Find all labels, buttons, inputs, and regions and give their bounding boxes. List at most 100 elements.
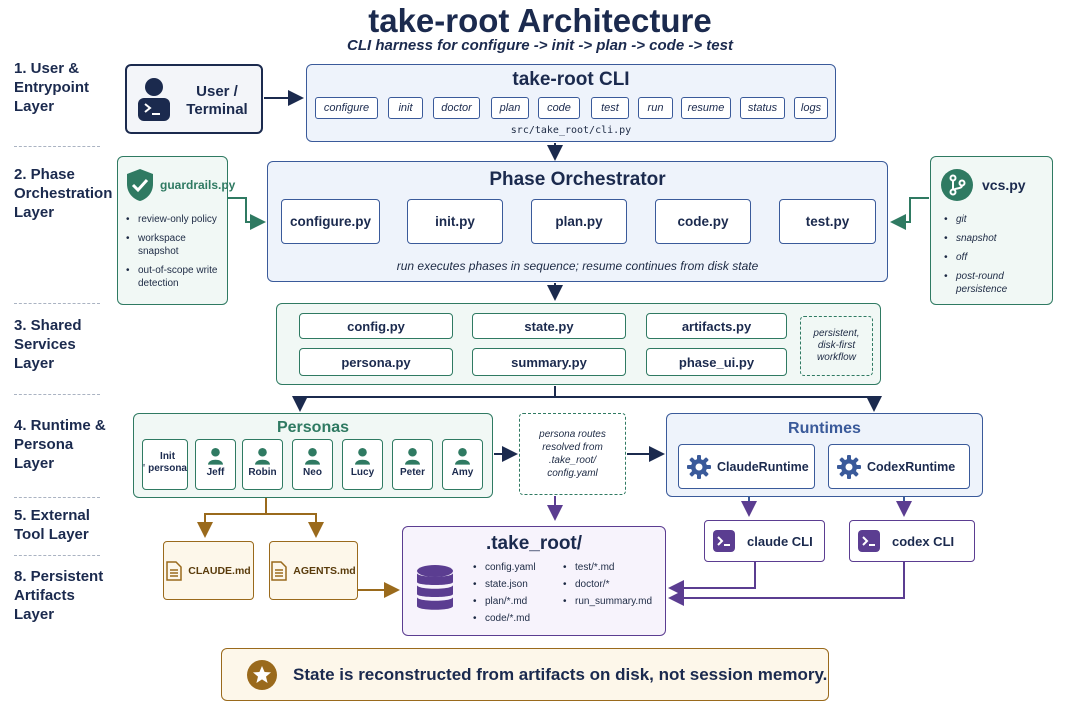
store-item: state.json (473, 578, 563, 591)
user-terminal-icon (138, 78, 170, 121)
layer-label-runtime: 4. Runtime & Persona Layer (14, 417, 106, 472)
git-branch-icon (941, 169, 973, 201)
service-persona: persona.py (299, 348, 453, 376)
cli-command-code: code (538, 97, 580, 119)
vcs-item: off (944, 251, 1044, 264)
person-icon (143, 463, 146, 467)
footer-text: State is reconstructed from artifacts on… (293, 664, 828, 684)
cli-title: take-root CLI (512, 69, 630, 90)
persona-card-jeff: Jeff (195, 439, 236, 490)
store-item: doctor/* (563, 578, 663, 591)
store-item: run_summary.md (563, 595, 663, 608)
persona-card-robin: Robin (242, 439, 283, 490)
orchestrator-title: Phase Orchestrator (489, 169, 666, 190)
database-icon (417, 565, 453, 610)
file-agents-md: AGENTS.md (269, 541, 358, 600)
services-note: persistent, disk-first workflow (800, 316, 873, 376)
persona-card-peter: Peter (392, 439, 433, 490)
tool-label: codex CLI (892, 533, 955, 549)
phase-code: code.py (655, 199, 751, 244)
shared-services-box: config.py state.py artifacts.py persona.… (276, 303, 881, 385)
persona-name: Robin (248, 467, 277, 478)
layer-separator (14, 497, 100, 498)
layer-label-external-tools: 5. External Tool Layer (14, 507, 90, 543)
guardrails-item: workspace snapshot (126, 232, 226, 258)
store-list-right: test/*.md doctor/* run_summary.md (563, 561, 663, 612)
document-icon (166, 560, 183, 581)
layer-separator (14, 303, 100, 304)
vcs-item: git (944, 213, 1044, 226)
file-claude-md: CLAUDE.md (163, 541, 254, 600)
tool-codex-cli: codex CLI (849, 520, 975, 562)
service-summary: summary.py (472, 348, 626, 376)
service-config: config.py (299, 313, 453, 339)
runtime-label: CodexRuntime (867, 459, 956, 474)
vcs-item: post-round persistence (944, 270, 1044, 296)
vcs-item: snapshot (944, 232, 1044, 245)
guardrails-item: out-of-scope write detection (126, 264, 226, 290)
vcs-list: git snapshot off post-round persistence (944, 213, 1044, 302)
guardrails-title: guardrails.py (160, 178, 236, 192)
terminal-icon (858, 530, 880, 552)
cli-source-path: src/take_root/cli.py (510, 125, 632, 136)
store-title: .take_root/ (485, 533, 583, 554)
person-icon (455, 447, 470, 465)
layer-label-orchestration: 2. Phase Orchestration Layer (14, 166, 113, 221)
persona-name: Peter (399, 467, 425, 478)
store-item: config.yaml (473, 561, 563, 574)
user-terminal-label: User / Terminal (186, 83, 248, 118)
layer-label-entrypoint: 1. User & Entrypoint Layer (14, 60, 89, 115)
guardrails-box: guardrails.py review-only policy workspa… (117, 156, 235, 305)
vcs-box: vcs.py git snapshot off post-round persi… (930, 156, 1053, 305)
cli-command-doctor: doctor (433, 97, 480, 119)
runtime-codex: CodexRuntime (828, 444, 970, 489)
persona-routes-note: persona routes resolved from .take_root/… (519, 413, 626, 495)
file-name: AGENTS.md (293, 564, 356, 577)
persona-name: Amy (451, 467, 474, 478)
layer-separator (14, 555, 100, 556)
service-state: state.py (472, 313, 626, 339)
gear-icon (837, 454, 861, 479)
person-icon (305, 447, 320, 465)
gear-icon (687, 454, 711, 479)
take-root-store-box: .take_root/ config.yaml state.json plan/… (402, 526, 666, 636)
persona-name: Jeff (206, 467, 225, 478)
persona-card-amy: Amy (442, 439, 483, 490)
persona-card-init: Init persona (142, 439, 188, 490)
persona-card-lucy: Lucy (342, 439, 383, 490)
cli-command-init: init (388, 97, 423, 119)
person-icon (255, 447, 270, 465)
cli-command-status: status (740, 97, 785, 119)
runtimes-box: Runtimes ClaudeRuntime CodexRuntime (666, 413, 983, 497)
runtime-label: ClaudeRuntime (717, 459, 809, 474)
file-name: CLAUDE.md (188, 564, 251, 577)
layer-separator (14, 394, 100, 395)
star-icon (247, 659, 277, 690)
cli-command-run: run (638, 97, 673, 119)
store-item: test/*.md (563, 561, 663, 574)
phase-plan: plan.py (531, 199, 627, 244)
person-icon (355, 447, 370, 465)
cli-command-test: test (591, 97, 629, 119)
personas-title: Personas (276, 419, 350, 436)
runtime-claude: ClaudeRuntime (678, 444, 815, 489)
diagram-title: take-root Architecture (368, 2, 712, 39)
diagram-subtitle: CLI harness for configure -> init -> pla… (347, 37, 733, 54)
tool-label: claude CLI (747, 533, 813, 549)
layer-label-services: 3. Shared Services Layer (14, 317, 82, 372)
layer-label-artifacts: 8. Persistent Artifacts Layer (14, 568, 104, 623)
runtimes-title: Runtimes (788, 420, 861, 437)
tool-claude-cli: claude CLI (704, 520, 825, 562)
guardrails-item: review-only policy (126, 213, 226, 226)
footer-banner: State is reconstructed from artifacts on… (221, 648, 829, 701)
store-list-left: config.yaml state.json plan/*.md code/*.… (473, 561, 563, 629)
service-phase-ui: phase_ui.py (646, 348, 787, 376)
personas-box: Personas Init persona Jeff Robin Neo Luc… (133, 413, 493, 498)
orchestrator-note: run executes phases in sequence; resume … (396, 259, 759, 273)
phase-init: init.py (407, 199, 503, 244)
phase-test: test.py (779, 199, 876, 244)
shield-icon (127, 169, 153, 201)
cli-command-logs: logs (794, 97, 828, 119)
store-item: plan/*.md (473, 595, 563, 608)
phase-configure: configure.py (281, 199, 380, 244)
